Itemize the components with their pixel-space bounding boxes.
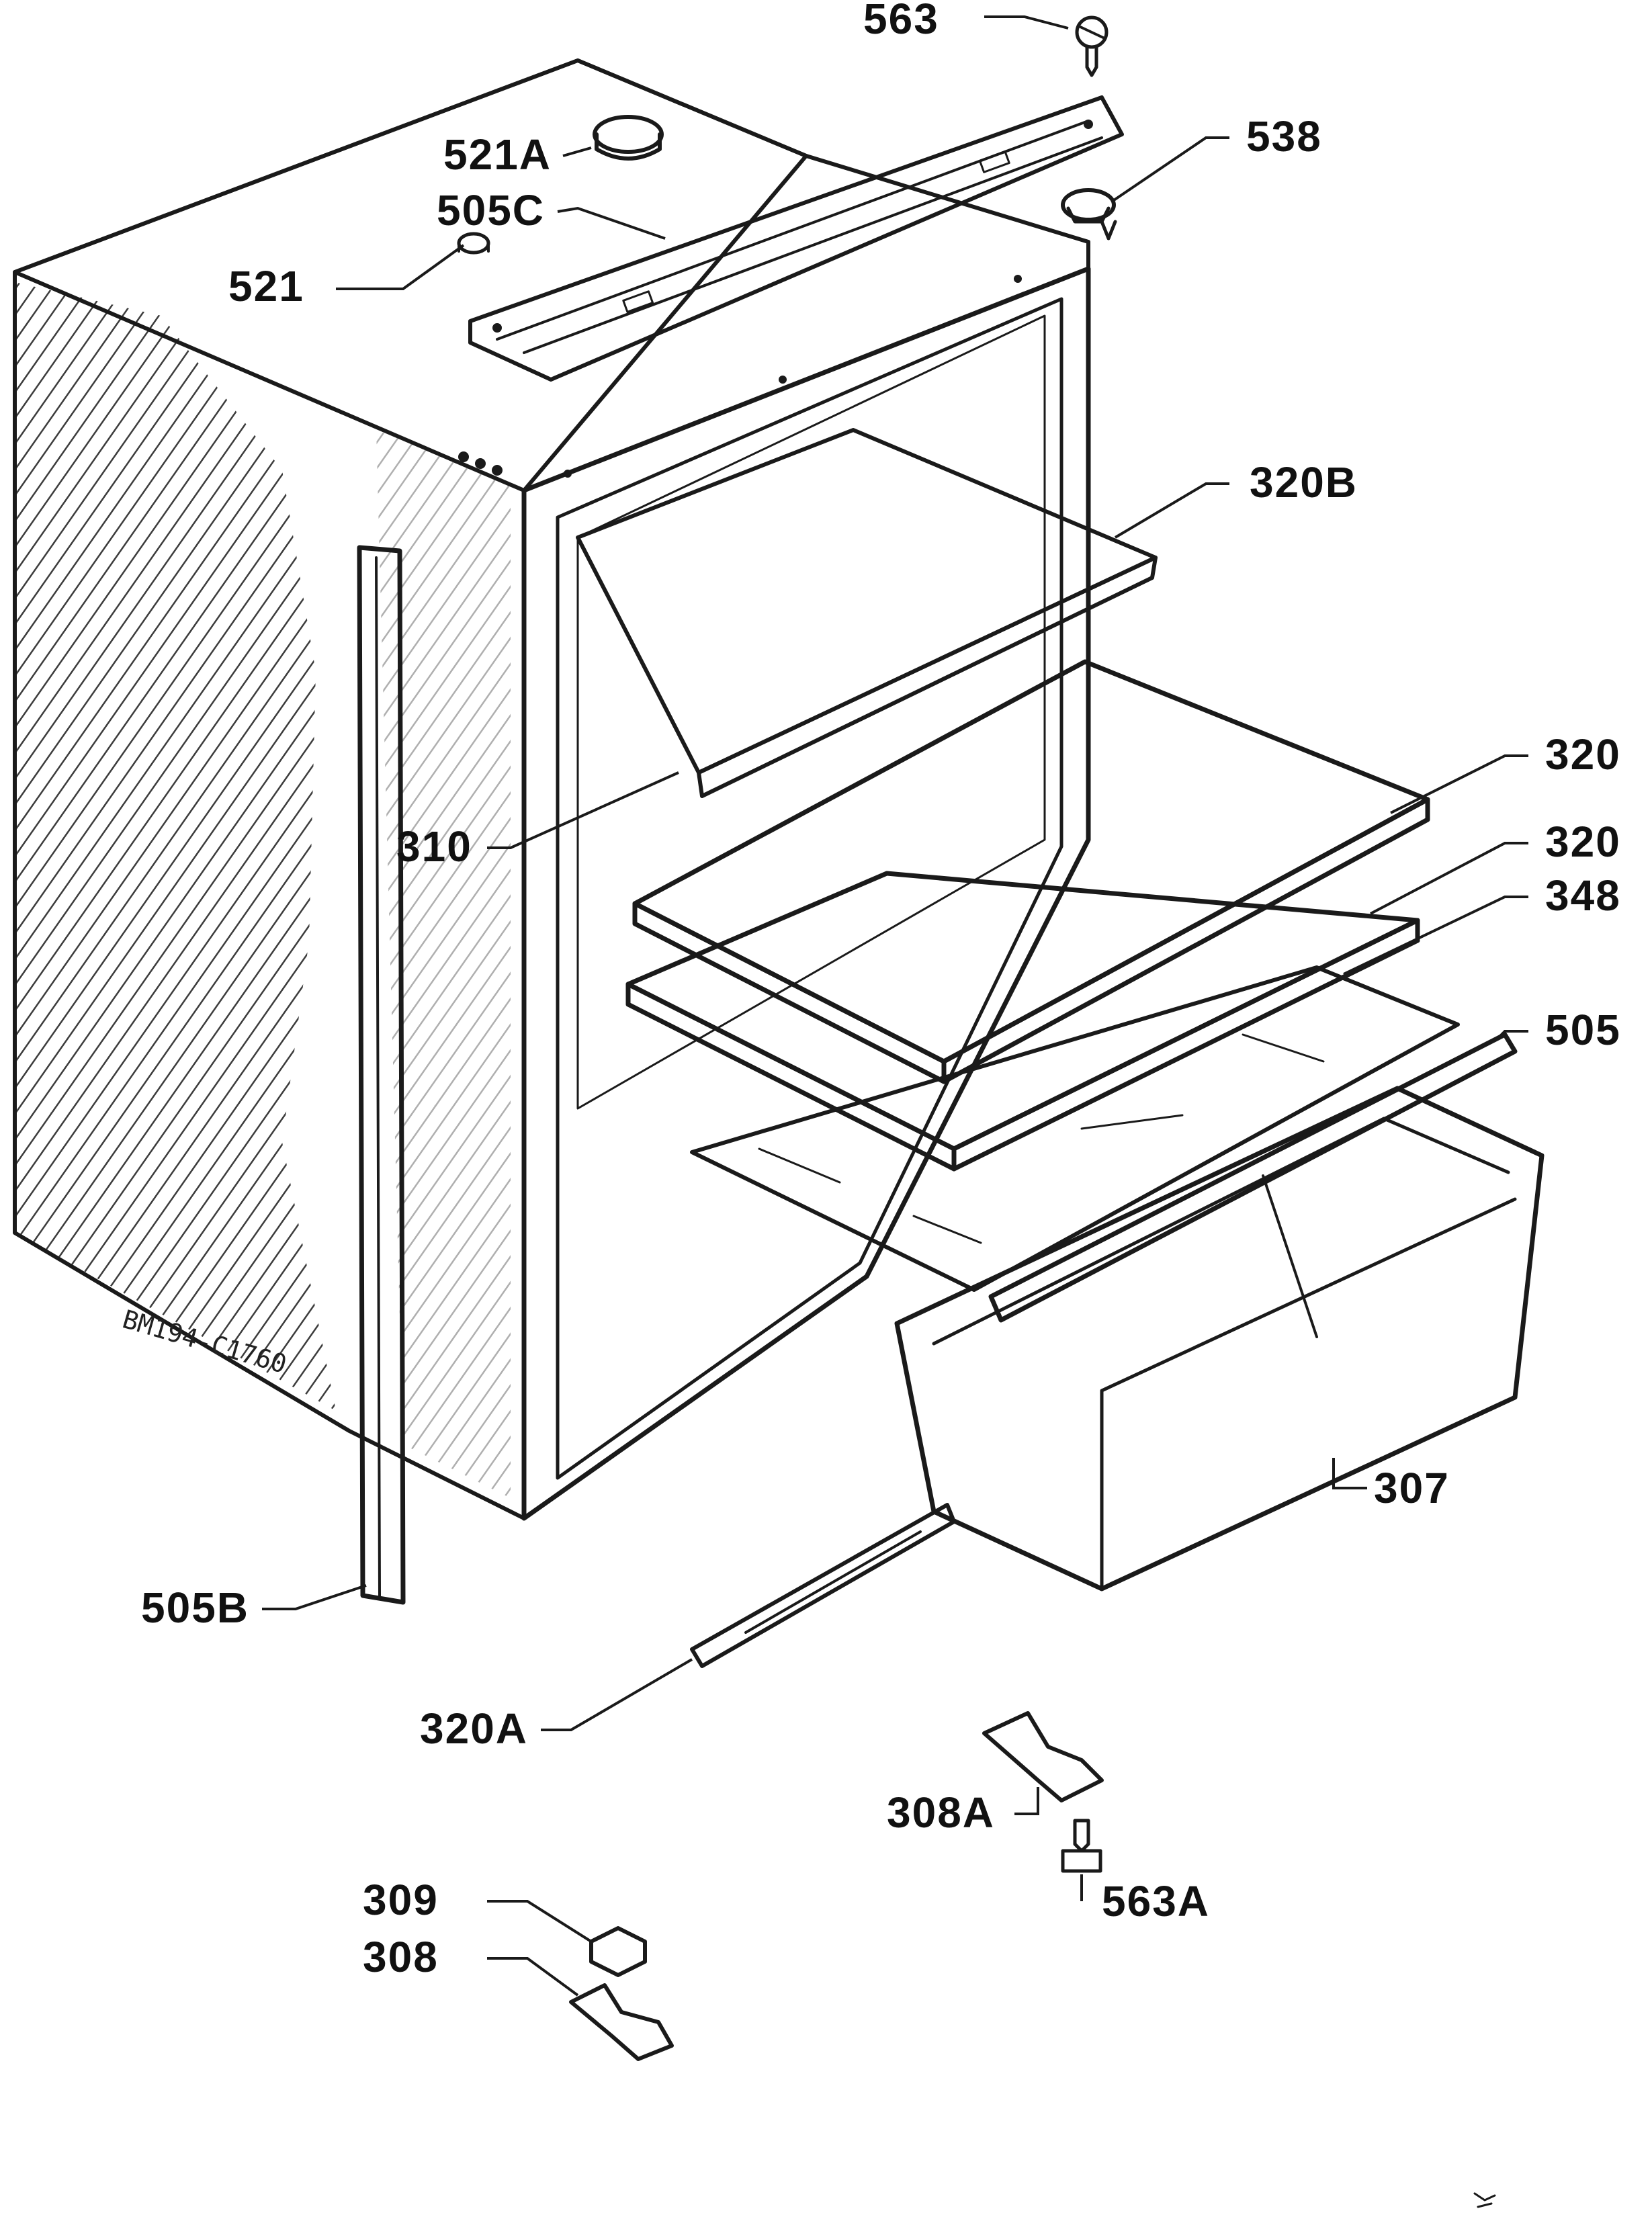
label-505b: 505B [141,1583,249,1632]
hinge-538 [1061,188,1117,241]
door-seal-505b [357,545,406,1605]
shelf-320b [576,428,1158,798]
label-563a: 563A [1102,1877,1210,1925]
bracket-308a [982,1711,1104,1802]
cabinet-body [13,58,1091,1521]
rail-320a [690,1503,956,1668]
part-labels: 563 521A 538 505C 521 320B 320 310 320 3… [141,0,1621,1981]
label-307: 307 [1374,1464,1450,1512]
top-rail-505c [468,95,1124,382]
label-320-upper: 320 [1545,730,1621,779]
cabinet-inner-back [576,314,1046,1110]
pad-309 [589,1926,647,1977]
screw-563a [1061,1819,1102,1873]
shelf-320-upper [632,659,1430,1084]
label-538: 538 [1246,112,1322,161]
label-521: 521 [228,262,304,310]
label-320-lower: 320 [1545,818,1621,866]
bracket-308 [569,1983,674,2061]
label-320a: 320A [420,1704,528,1753]
screw-563 [1075,15,1108,77]
label-521a: 521A [443,130,552,179]
label-308: 308 [363,1933,439,1981]
label-310: 310 [396,822,472,871]
label-308a: 308A [887,1788,995,1837]
shelf-320-lower [625,871,1420,1172]
leader-lines [262,15,1528,1997]
label-320b: 320B [1250,458,1358,507]
hinge-cap-521a [593,115,664,161]
plug-521 [457,232,490,255]
cabinet-inner-opening [556,297,1063,1480]
label-309: 309 [363,1876,439,1924]
label-563: 563 [863,0,939,43]
crisper-drawer-307 [894,1086,1545,1592]
cabinet-side-shading [15,282,336,1411]
cabinet-side-shading-right [376,430,511,1498]
stray-mark [1473,2192,1496,2208]
label-348: 348 [1545,871,1621,920]
cabinet-front-frame [521,266,1091,1521]
label-505c: 505C [437,186,545,234]
glass-cover-348 [690,965,1460,1292]
label-505: 505 [1545,1006,1621,1054]
